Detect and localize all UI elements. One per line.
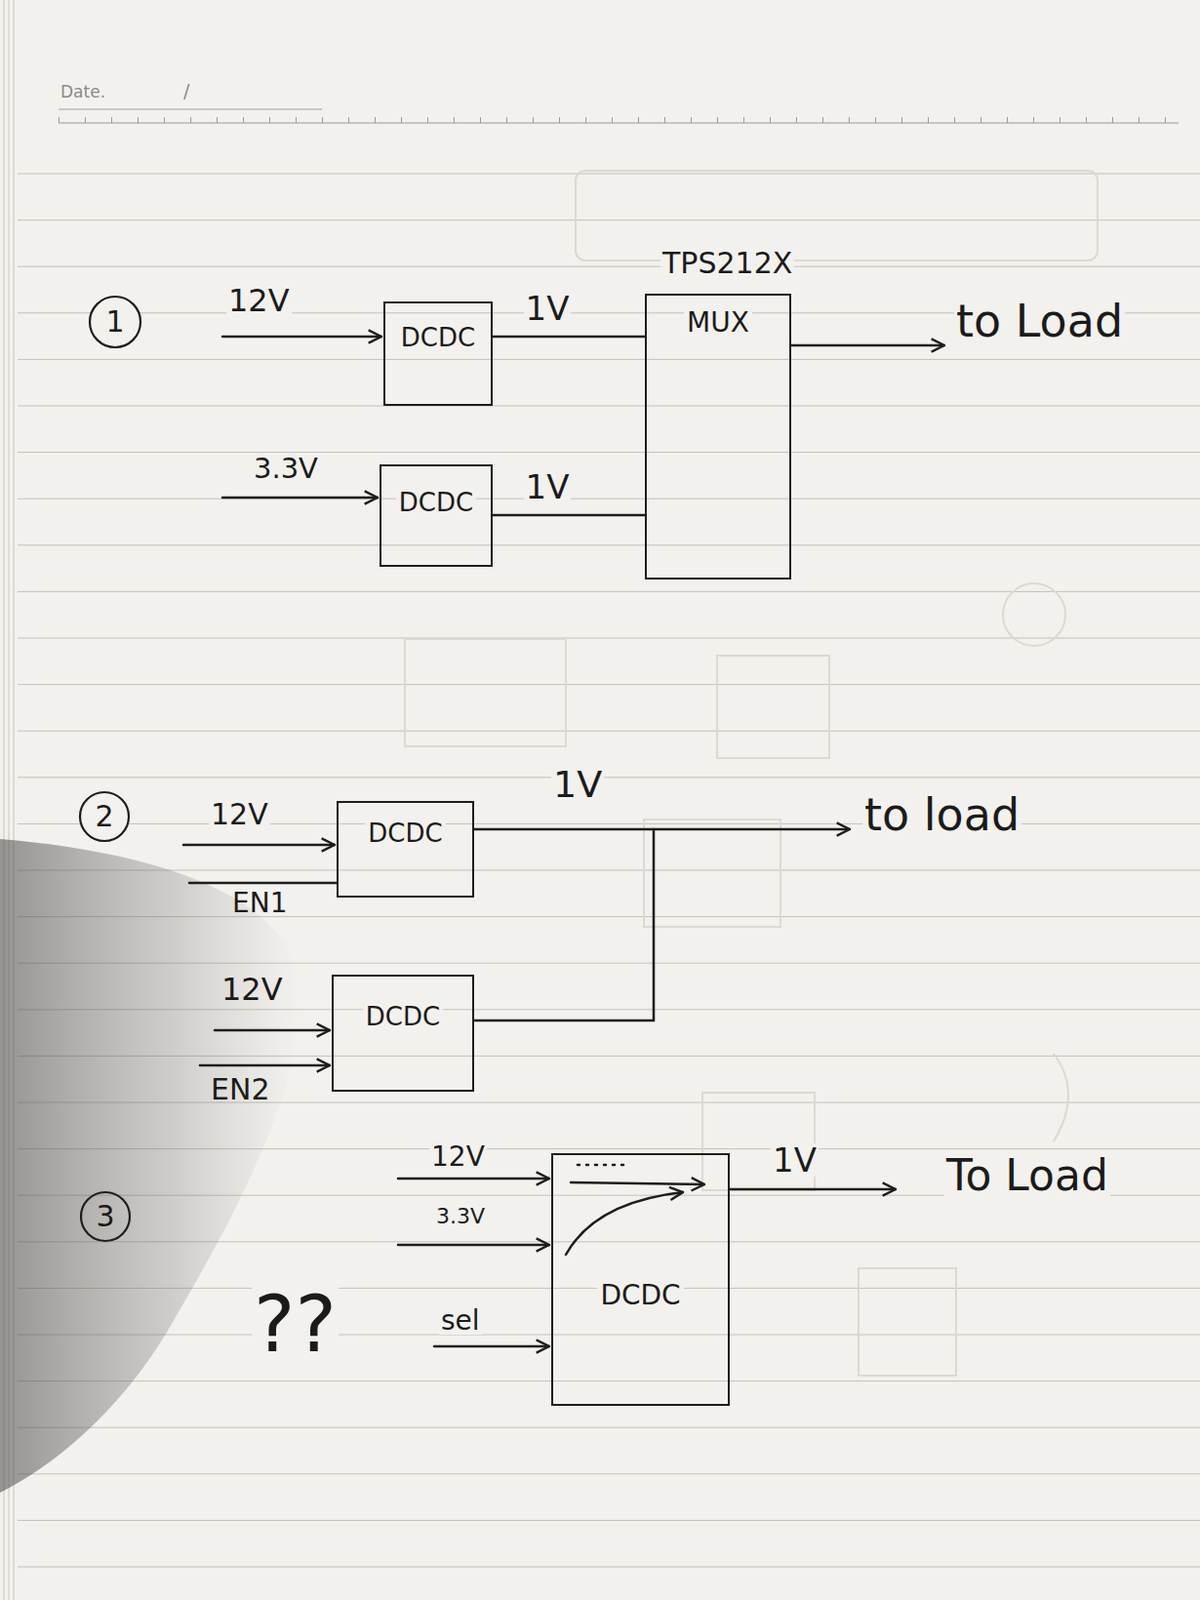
voltage-label: 1V bbox=[770, 1143, 819, 1177]
date-field: / bbox=[181, 81, 192, 101]
connector-wire bbox=[492, 514, 645, 518]
dcdc-box: DCDC bbox=[331, 974, 475, 1092]
signal-label: EN2 bbox=[208, 1075, 272, 1105]
callout-number: 3 bbox=[93, 1201, 117, 1232]
output-label: to Load bbox=[954, 298, 1125, 344]
voltage-label: 12V bbox=[429, 1143, 487, 1171]
ruler-ticks bbox=[58, 117, 1179, 123]
part-number: TPS212X bbox=[660, 248, 795, 279]
wires bbox=[183, 336, 945, 1347]
date-underline bbox=[58, 108, 322, 110]
callout-number: 2 bbox=[92, 801, 116, 832]
date-field: Date. bbox=[58, 83, 108, 101]
voltage-label: 1V bbox=[523, 291, 572, 325]
hand-shadow bbox=[0, 839, 299, 1493]
ruled-lines bbox=[17, 173, 1200, 1567]
dcdc-box: DCDC bbox=[336, 800, 475, 898]
output-label: To Load bbox=[944, 1154, 1111, 1198]
mux-box: TPS212XMUX bbox=[644, 293, 792, 580]
voltage-label: 1V bbox=[551, 765, 604, 803]
voltage-label: 3.3V bbox=[251, 454, 320, 483]
box-label: DCDC bbox=[364, 820, 445, 846]
dcdc-box: DCDC bbox=[551, 1153, 730, 1406]
note: ?? bbox=[251, 1285, 339, 1364]
connector-wire bbox=[492, 335, 645, 339]
dcdc-box: DCDC bbox=[383, 301, 493, 406]
signal-label: EN1 bbox=[230, 889, 289, 918]
signal-label: sel bbox=[439, 1307, 482, 1335]
dcdc-box: DCDC bbox=[379, 464, 493, 567]
voltage-label: 12V bbox=[226, 284, 292, 317]
voltage-label: 12V bbox=[208, 800, 271, 830]
box-label: DCDC bbox=[396, 489, 477, 516]
output-label: to load bbox=[862, 792, 1022, 838]
box-label: DCDC bbox=[597, 1281, 683, 1310]
callout-number: 1 bbox=[103, 307, 126, 337]
voltage-label: 1V bbox=[523, 470, 572, 504]
box-label: MUX bbox=[683, 309, 753, 337]
box-label: DCDC bbox=[398, 324, 479, 351]
voltage-label: 12V bbox=[219, 973, 285, 1005]
voltage-label: 3.3V bbox=[434, 1205, 487, 1228]
box-label: DCDC bbox=[362, 1003, 443, 1030]
callout-circles bbox=[80, 296, 141, 1241]
